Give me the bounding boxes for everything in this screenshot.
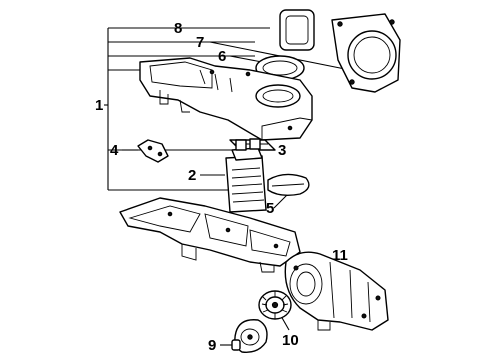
callout-7: 7: [196, 34, 204, 51]
duct-adapter-part-7: [331, 13, 401, 93]
callout-3: 3: [278, 142, 286, 159]
lower-case: [119, 197, 301, 273]
callout-9: 9: [208, 337, 216, 354]
plenum-housing-part-1: [139, 57, 313, 141]
callout-1: 1: [95, 97, 103, 114]
heater-core-part-2: [225, 138, 267, 213]
blower-housing-part-11: [284, 251, 389, 331]
callout-labels: 1 2 3 4 5 6 7 8 9 10 11: [95, 20, 348, 354]
callout-4: 4: [110, 142, 119, 159]
callout-8: 8: [174, 20, 182, 37]
blower-motor-part-9: [231, 319, 268, 353]
callout-6: 6: [218, 48, 226, 65]
callout-2: 2: [188, 167, 196, 184]
seal-pad-part-5: [267, 173, 310, 197]
callout-10: 10: [282, 332, 299, 349]
callout-11: 11: [332, 247, 348, 264]
callout-5: 5: [266, 200, 274, 217]
blower-wheel-part-10: [258, 290, 292, 320]
bracket-part-4: [137, 139, 169, 163]
seal-part-8: [279, 9, 315, 51]
